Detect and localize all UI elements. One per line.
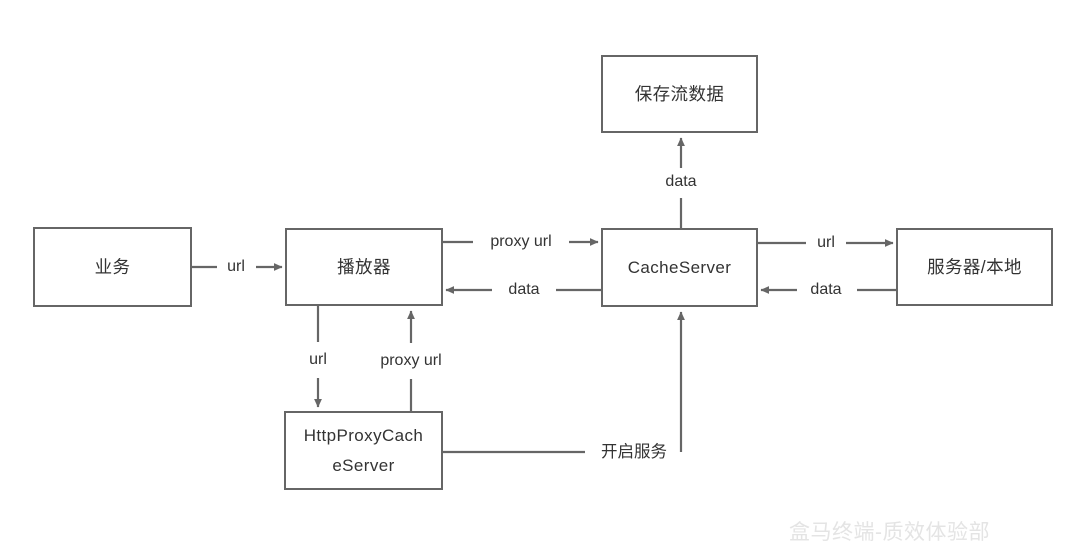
edge-label-httpproxy-to-player: proxy url	[377, 352, 445, 370]
edge-label-cacheserver-to-server: url	[814, 234, 838, 252]
node-http-proxy-cache-server[interactable]: HttpProxyCach eServer	[284, 411, 443, 490]
node-player[interactable]: 播放器	[285, 228, 443, 306]
edge-label-player-to-cacheserver: proxy url	[487, 233, 555, 251]
node-business-label: 业务	[94, 257, 131, 277]
edge-label-httpproxy-start-service: 开启服务	[598, 443, 670, 461]
edge-label-business-to-player: url	[224, 258, 248, 276]
node-http-proxy-cache-server-label: HttpProxyCach eServer	[303, 425, 424, 475]
node-server-local[interactable]: 服务器/本地	[896, 228, 1053, 306]
watermark: 盒马终端-质效体验部	[789, 521, 990, 544]
node-save-stream-data[interactable]: 保存流数据	[601, 55, 758, 133]
node-player-label: 播放器	[337, 257, 391, 277]
edge-label-player-to-httpproxy: url	[306, 351, 330, 369]
edge-label-server-to-cacheserver: data	[807, 281, 845, 299]
node-save-stream-data-label: 保存流数据	[634, 84, 725, 104]
node-cache-server-label: CacheServer	[627, 257, 732, 277]
edge-label-cacheserver-to-savestream: data	[662, 173, 700, 191]
node-server-local-label: 服务器/本地	[927, 257, 1022, 277]
node-business[interactable]: 业务	[33, 227, 192, 307]
node-cache-server[interactable]: CacheServer	[601, 228, 758, 307]
edge-label-cacheserver-to-player: data	[505, 281, 543, 299]
